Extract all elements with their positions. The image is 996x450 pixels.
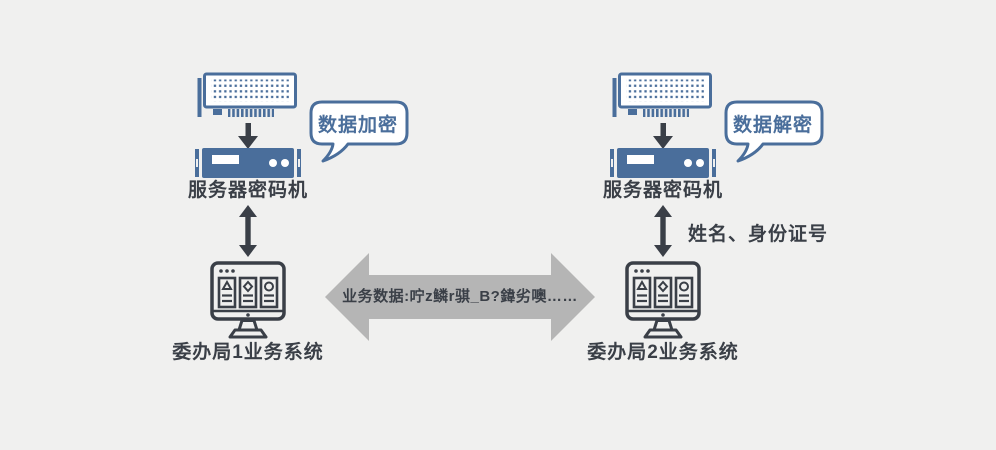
decrypt-bubble: 数据解密 — [723, 100, 827, 166]
server-label-left: 服务器密码机 — [187, 180, 308, 201]
speech-bubble-icon — [309, 100, 409, 163]
horizontal-double-arrow-icon — [325, 253, 595, 341]
decrypt-bubble-label: 数据解密 — [732, 114, 813, 136]
down-arrow-icon-right — [653, 123, 673, 149]
business-system-icon-right — [625, 261, 701, 339]
encryption-card-icon-left — [197, 72, 297, 117]
vertical-double-arrow-icon-left — [239, 205, 257, 257]
encrypt-bubble-label: 数据加密 — [317, 114, 398, 136]
encryption-card-icon-right — [612, 72, 712, 117]
vertical-double-arrow-icon-right — [654, 205, 672, 257]
server-label-right: 服务器密码机 — [602, 180, 723, 201]
speech-bubble-icon — [724, 100, 824, 163]
encrypt-bubble: 数据加密 — [308, 100, 412, 166]
plaintext-data-label: 姓名、身份证号 — [688, 224, 829, 245]
system-label-left: 委办局1业务系统 — [172, 342, 324, 363]
system-label-right: 委办局2业务系统 — [587, 342, 739, 363]
cipher-machine-icon-left — [195, 148, 301, 178]
cipher-machine-icon-right — [610, 148, 716, 178]
business-system-icon-left — [210, 261, 286, 339]
down-arrow-icon-left — [238, 123, 258, 149]
encrypted-data-label: 业务数据:咛z鳞r骐_B?鍏劣噢…… — [342, 287, 578, 305]
